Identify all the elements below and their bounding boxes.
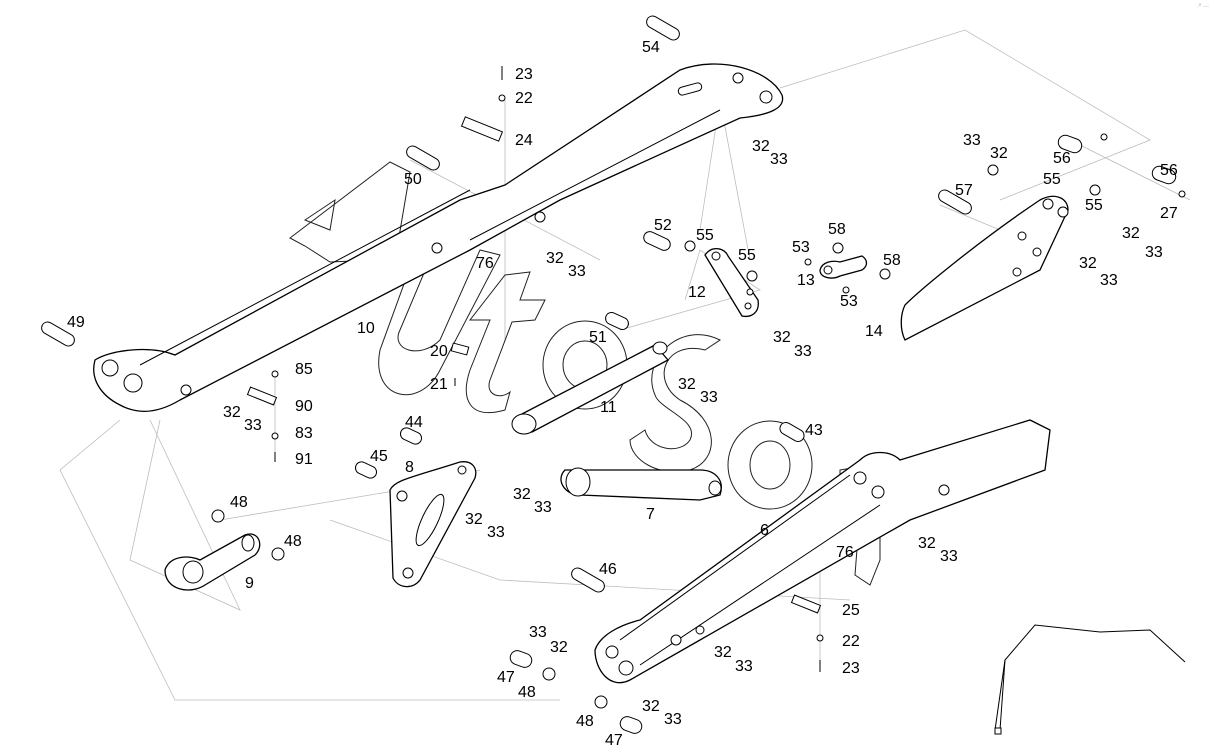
label-51: 51 — [589, 329, 607, 346]
label-33: 33 — [244, 417, 262, 434]
label-32: 32 — [773, 329, 791, 346]
label-20: 20 — [430, 343, 448, 360]
label-32: 32 — [642, 698, 660, 715]
label-11: 11 — [600, 399, 617, 416]
label-7: 7 — [646, 506, 655, 523]
label-33: 33 — [487, 524, 505, 541]
label-6: 6 — [760, 522, 769, 539]
label-32: 32 — [714, 644, 732, 661]
arm-part-14 — [900, 195, 1069, 341]
label-32: 32 — [990, 145, 1008, 162]
part-labels: 54 23 22 24 50 32 33 33 32 56 56 55 55 2… — [67, 39, 1178, 749]
label-13: 13 — [797, 272, 815, 289]
link-part-9 — [164, 533, 261, 591]
label-32: 32 — [678, 376, 696, 393]
corner-mark: ·° ··· — [1196, 4, 1209, 10]
thumbnail-overview — [994, 624, 1186, 735]
label-33: 33 — [770, 151, 788, 168]
label-9: 9 — [245, 575, 254, 592]
label-23: 23 — [842, 660, 860, 677]
label-55: 55 — [738, 247, 756, 264]
cylinder-part-7 — [560, 467, 722, 501]
label-33: 33 — [534, 499, 552, 516]
label-23: 23 — [515, 66, 533, 83]
label-33: 33 — [735, 658, 753, 675]
label-58: 58 — [883, 252, 901, 269]
label-33: 33 — [568, 263, 586, 280]
label-55: 55 — [1085, 197, 1103, 214]
label-47: 47 — [605, 732, 623, 749]
label-83: 83 — [295, 425, 313, 442]
label-25: 25 — [842, 602, 860, 619]
label-33: 33 — [963, 132, 981, 149]
label-55: 55 — [696, 227, 714, 244]
label-8: 8 — [405, 459, 414, 476]
label-33: 33 — [529, 624, 547, 641]
label-47: 47 — [497, 669, 515, 686]
label-33: 33 — [664, 711, 682, 728]
label-32: 32 — [223, 404, 241, 421]
label-76: 76 — [836, 544, 854, 561]
small-parts — [41, 15, 1186, 734]
upper-boom-part-10 — [93, 63, 784, 413]
label-32: 32 — [752, 138, 770, 155]
label-48: 48 — [518, 684, 536, 701]
label-32: 32 — [918, 535, 936, 552]
label-32: 32 — [465, 511, 483, 528]
link-part-12 — [704, 248, 759, 318]
label-48: 48 — [576, 713, 594, 730]
label-32: 32 — [1079, 255, 1097, 272]
label-21: 21 — [430, 376, 448, 393]
label-76: 76 — [476, 255, 494, 272]
label-55: 55 — [1043, 171, 1061, 188]
label-32: 32 — [546, 250, 564, 267]
label-50: 50 — [404, 171, 422, 188]
label-57: 57 — [955, 182, 973, 199]
label-85: 85 — [295, 361, 313, 378]
label-91: 91 — [295, 451, 313, 468]
label-48: 48 — [230, 494, 248, 511]
label-56: 56 — [1053, 150, 1071, 167]
label-14: 14 — [865, 323, 883, 340]
label-44: 44 — [405, 414, 423, 431]
label-54: 54 — [642, 39, 660, 56]
label-49: 49 — [67, 314, 85, 331]
label-32: 32 — [1122, 225, 1140, 242]
label-43: 43 — [805, 422, 823, 439]
bracket-part-8 — [389, 461, 477, 588]
label-33: 33 — [940, 548, 958, 565]
label-52: 52 — [654, 217, 672, 234]
label-27: 27 — [1160, 205, 1178, 222]
label-58: 58 — [828, 221, 846, 238]
label-32: 32 — [550, 639, 568, 656]
label-53: 53 — [840, 293, 858, 310]
label-10: 10 — [357, 320, 375, 337]
link-part-13 — [819, 255, 868, 279]
label-24: 24 — [515, 132, 533, 149]
label-12: 12 — [688, 284, 706, 301]
label-22: 22 — [842, 633, 860, 650]
lower-arm-assembly — [594, 419, 1051, 684]
label-56: 56 — [1160, 162, 1178, 179]
label-33: 33 — [1145, 244, 1163, 261]
label-45: 45 — [370, 448, 388, 465]
label-48: 48 — [284, 533, 302, 550]
label-46: 46 — [599, 561, 617, 578]
label-33: 33 — [794, 343, 812, 360]
cylinder-part-11 — [511, 341, 670, 435]
label-32: 32 — [513, 486, 531, 503]
label-33: 33 — [700, 389, 718, 406]
label-22: 22 — [515, 90, 533, 107]
label-53: 53 — [792, 239, 810, 256]
label-33: 33 — [1100, 272, 1118, 289]
label-90: 90 — [295, 398, 313, 415]
